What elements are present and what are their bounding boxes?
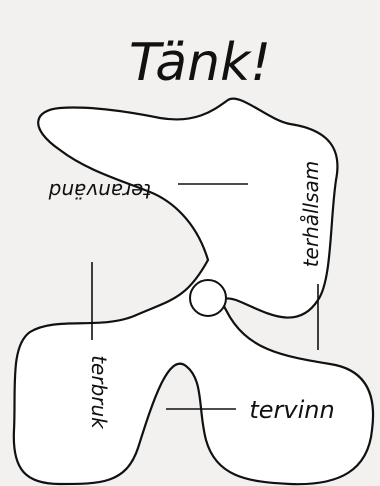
center-circle: [190, 280, 226, 316]
label-bottom-left: terbruk: [87, 355, 111, 430]
label-bottom-right: tervinn: [249, 396, 334, 424]
label-top-right: terhållsam: [299, 161, 323, 268]
label-top-left: teranvänd: [48, 179, 151, 203]
title-text: Tänk!: [129, 33, 271, 93]
